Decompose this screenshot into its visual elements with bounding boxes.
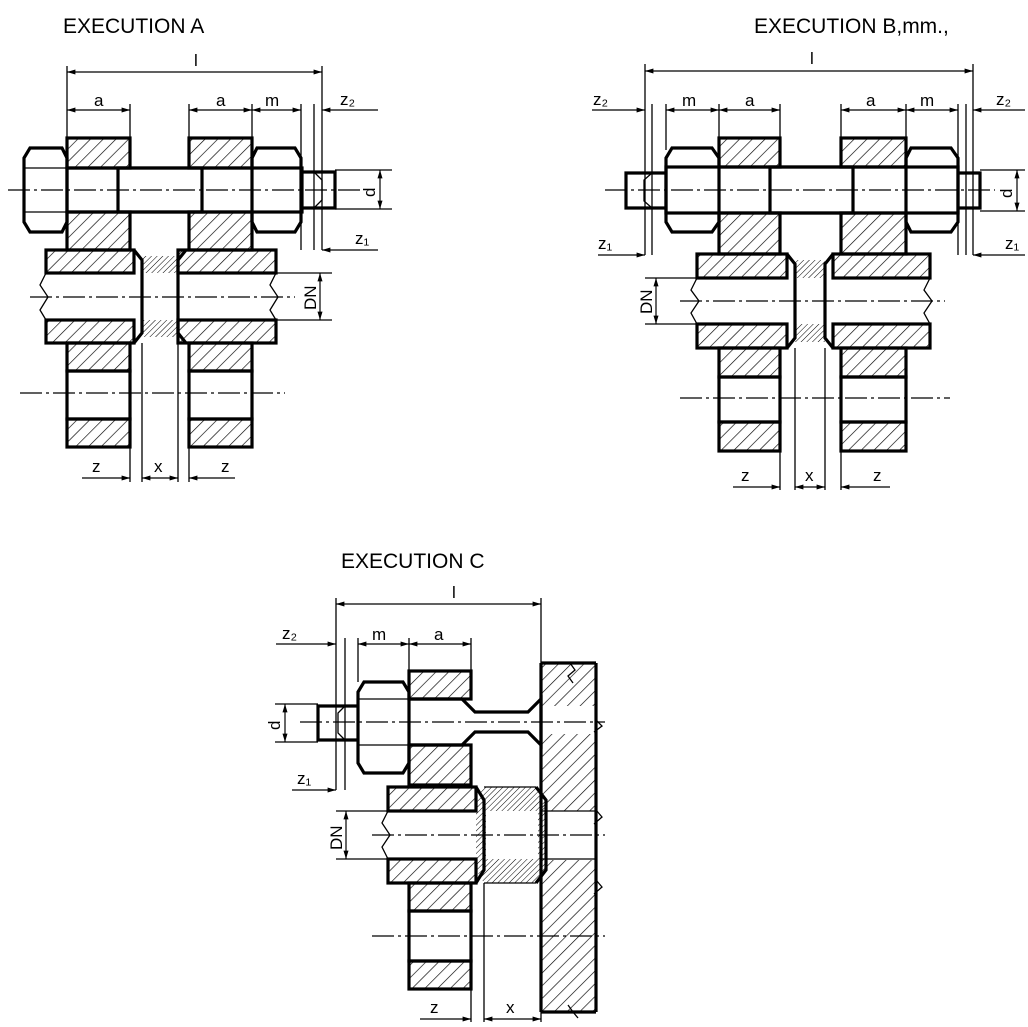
execution-c-drawing: l z₂ m a d (265, 583, 605, 1022)
dim-m-right-b: m (920, 91, 934, 110)
dim-z-right-a: z (221, 457, 230, 476)
dim-l-b: l (810, 49, 814, 68)
execution-a-drawing: l a a m z₂ (8, 51, 392, 482)
dim-x-b: x (805, 466, 814, 485)
dim-dn-c: DN (327, 825, 346, 850)
dim-z1-c: z₁ (297, 769, 312, 788)
title-execution-a: EXECUTION A (63, 15, 204, 38)
dim-a-left-b: a (745, 91, 755, 110)
dim-m-c: m (372, 625, 386, 644)
dim-z-right-b: z (873, 466, 882, 485)
dim-l-c: l (452, 583, 456, 602)
dim-z1-a: z₁ (355, 229, 370, 248)
title-execution-c: EXECUTION C (341, 550, 485, 573)
dim-a-c: a (434, 625, 444, 644)
dim-a-right-a: a (216, 91, 226, 110)
dim-x-a: x (154, 457, 163, 476)
dim-d-c: d (265, 721, 284, 730)
dim-z1-left-b: z₁ (598, 234, 613, 253)
dim-z1-right-b: z₁ (1005, 234, 1020, 253)
dim-l-a: l (194, 51, 198, 70)
dim-dn-b: DN (637, 289, 656, 314)
dim-z2-a: z₂ (340, 90, 355, 109)
dim-z-c: z (430, 998, 439, 1017)
title-execution-b: EXECUTION B,mm., (754, 15, 949, 38)
dim-a-left-a: a (94, 91, 104, 110)
dim-z-left-a: z (92, 457, 101, 476)
dim-m-left-b: m (682, 91, 696, 110)
dim-d-b: d (997, 189, 1016, 198)
dim-z2-c: z₂ (282, 624, 297, 643)
execution-b-drawing: l z₂ m a a m z₂ (592, 49, 1025, 490)
dim-z-left-b: z (741, 466, 750, 485)
dim-dn-a: DN (301, 285, 320, 310)
dim-d-a: d (360, 188, 379, 197)
dim-z2-left-b: z₂ (593, 90, 608, 109)
dim-m-a: m (265, 91, 279, 110)
dim-a-right-b: a (866, 91, 876, 110)
dim-x-c: x (506, 998, 515, 1017)
dim-z2-right-b: z₂ (996, 90, 1011, 109)
